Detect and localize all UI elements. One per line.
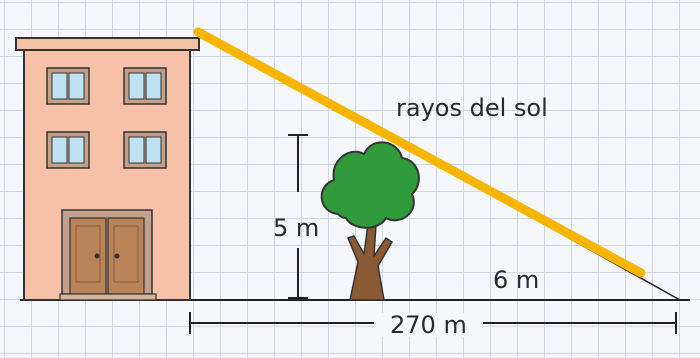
building-window — [123, 67, 167, 105]
building-roof — [15, 37, 200, 51]
tree-trunk — [347, 223, 393, 301]
tree-height-marker — [288, 134, 308, 299]
tree-foliage — [320, 141, 420, 229]
building-window — [46, 67, 90, 105]
tree-height-label: 5 m — [273, 214, 320, 242]
tree — [320, 141, 420, 301]
building-step — [59, 293, 157, 301]
sun-rays-label: rayos del sol — [396, 94, 548, 122]
building-shadow-label: 270 m — [374, 313, 483, 337]
building-window — [46, 131, 90, 169]
building-door — [61, 209, 153, 295]
building — [15, 37, 200, 301]
sun-ray — [193, 27, 646, 278]
building-window — [123, 131, 167, 169]
tree-shadow-label: 6 m — [493, 266, 540, 294]
